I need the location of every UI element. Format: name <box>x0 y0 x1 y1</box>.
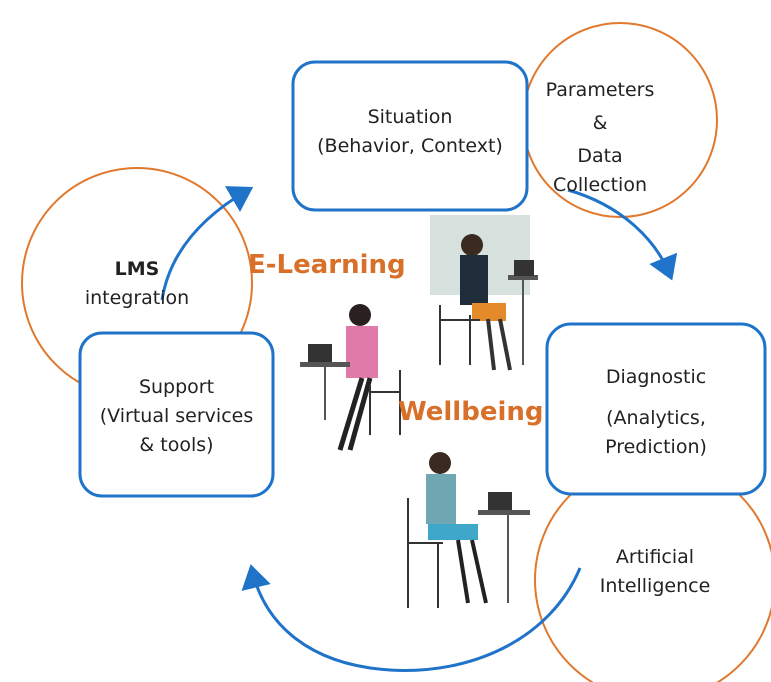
virtual-services-label: (Virtual services <box>99 405 254 427</box>
support-box-text: Support (Virtual services & tools) <box>80 373 273 460</box>
prediction-label: Prediction) <box>605 436 707 458</box>
diagnostic-label: Diagnostic <box>605 366 707 388</box>
arrow-to-diagnostic <box>567 188 678 281</box>
parameters-circle-text: Parameters & Data Collection <box>530 76 670 200</box>
wellbeing-title: Wellbeing <box>398 397 544 427</box>
situation-box <box>291 60 529 212</box>
collection-label: Collection <box>553 174 647 196</box>
student-at-laptop-icon <box>407 452 530 608</box>
arrow-to-situation <box>160 186 254 301</box>
diagnostic-box <box>545 322 767 496</box>
student-at-laptop-icon <box>430 215 538 371</box>
arrow-to-support <box>241 564 582 672</box>
parameters-label: Parameters <box>545 79 655 101</box>
diagnostic-box-text: Diagnostic (Analytics, Prediction) <box>547 363 765 462</box>
tools-label: & tools) <box>139 434 214 456</box>
e-learning-title: E-Learning <box>248 250 406 280</box>
situation-detail: (Behavior, Context) <box>317 135 503 157</box>
data-label: Data <box>577 145 623 167</box>
student-at-laptop-icon <box>300 304 401 451</box>
analytics-label: (Analytics, <box>606 407 706 429</box>
situation-label: Situation <box>367 106 453 128</box>
situation-box-text: Situation (Behavior, Context) <box>293 103 527 161</box>
integration-label: integration <box>84 287 190 309</box>
artificial-label: Artificial <box>615 546 695 568</box>
intelligence-label: Intelligence <box>599 575 711 597</box>
support-label: Support <box>138 376 215 398</box>
support-box <box>78 331 275 498</box>
lms-label: LMS <box>114 258 160 280</box>
ampersand-label: & <box>592 112 608 134</box>
lms-circle-text: LMS integration <box>62 255 212 313</box>
ai-circle-text: Artificial Intelligence <box>580 543 730 601</box>
